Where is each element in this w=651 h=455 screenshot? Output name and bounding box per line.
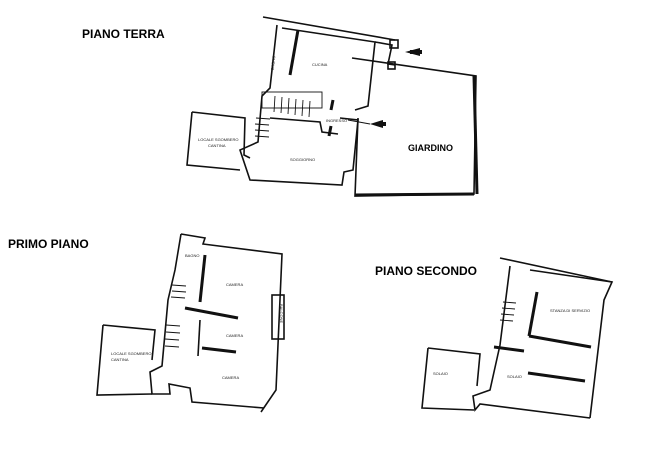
- service-room-label: STANZA DI SERVIZIO: [550, 308, 590, 313]
- second-floor-plan: PIANO SECONDO STANZA DI SERVIZIO SOLAIO …: [375, 257, 614, 419]
- garden-label: GIARDINO: [408, 143, 453, 153]
- ground-cellar-label: CANTINA: [208, 143, 226, 148]
- attic-2-label: SOLAIO: [507, 374, 522, 379]
- first-bedroom-3-label: CAMERA: [222, 375, 239, 380]
- ground-storage-label: LOCALE SGOMBERO: [198, 137, 238, 142]
- ground-floor-plan: PIANO TERRA BAGNO CUCINA INGRESSO: [82, 16, 479, 197]
- first-floor-title: PRIMO PIANO: [8, 237, 89, 251]
- second-floor-title: PIANO SECONDO: [375, 264, 477, 278]
- first-cellar-label: CANTINA: [111, 357, 129, 362]
- first-floor-plan: PRIMO PIANO BAGNO CAMERA CAMERA CAMERA B…: [8, 233, 285, 413]
- ground-living-label: SOGGIORNO: [290, 157, 315, 162]
- attic-1-label: SOLAIO: [433, 371, 448, 376]
- ground-floor-title: PIANO TERRA: [82, 27, 165, 41]
- ground-kitchen-label: CUCINA: [312, 62, 328, 67]
- first-bath-label: BAGNO: [185, 253, 199, 258]
- first-storage-label: LOCALE SGOMBERO: [111, 351, 151, 356]
- balcony-label: BALCONE: [279, 304, 284, 323]
- ground-entrance-label: INGRESSO: [326, 118, 347, 123]
- first-bedroom-2-label: CAMERA: [226, 333, 243, 338]
- ground-bath-label: BAGNO: [270, 55, 276, 70]
- first-bedroom-1-label: CAMERA: [226, 282, 243, 287]
